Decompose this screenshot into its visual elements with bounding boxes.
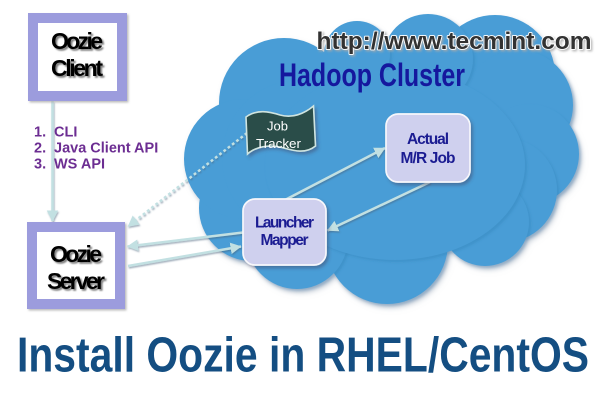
svg-text:Oozie: Oozie [50, 241, 102, 267]
svg-text:Launcher: Launcher [255, 215, 314, 232]
svg-text:Tracker: Tracker [256, 136, 302, 151]
svg-text:Server: Server [47, 268, 105, 294]
svg-text:Hadoop Cluster: Hadoop Cluster [279, 57, 465, 93]
svg-text:M/R Job: M/R Job [401, 150, 456, 167]
svg-text:WS API: WS API [54, 157, 105, 173]
svg-text:Client: Client [51, 55, 103, 81]
svg-text:http://www.tecmint.com: http://www.tecmint.com [317, 28, 592, 55]
svg-text:Java Client API: Java Client API [54, 141, 158, 157]
svg-text:Actual: Actual [407, 131, 449, 148]
svg-text:CLI: CLI [54, 125, 77, 141]
svg-text:3.: 3. [34, 157, 46, 173]
svg-text:1.: 1. [34, 125, 46, 141]
svg-text:Job: Job [267, 119, 288, 134]
svg-text:Oozie: Oozie [51, 28, 103, 54]
svg-text:2.: 2. [34, 141, 46, 157]
svg-text:Mapper: Mapper [261, 232, 309, 249]
svg-text:Install Oozie in RHEL/CentOS: Install Oozie in RHEL/CentOS [17, 329, 589, 383]
